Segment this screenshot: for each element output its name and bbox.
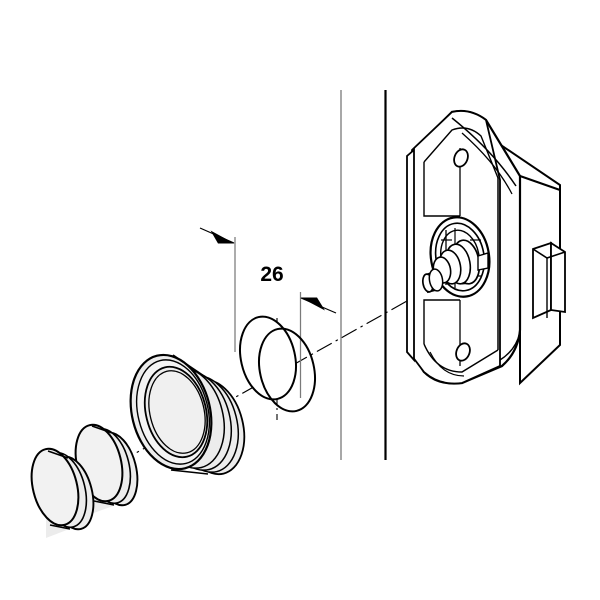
lock-body-pocket-bottom-step — [423, 299, 460, 344]
lock-body — [406, 109, 566, 386]
lock-cylinder-shaft-step-1 — [428, 268, 444, 292]
lock-body-top-sweep-1 — [451, 117, 517, 187]
cover-cap-front-face — [30, 447, 80, 527]
lock-body-pocket-bottom-arc — [423, 343, 499, 373]
latch-bolt — [532, 241, 566, 320]
lock-body-pocket-top-arc — [423, 127, 499, 179]
dimension-26: 26 — [199, 227, 337, 398]
door-panel — [340, 90, 387, 460]
cover-cap — [30, 447, 95, 538]
dimension-arrowhead-left — [210, 230, 235, 244]
bezel-ring-bottom-edge — [170, 469, 209, 475]
dimension-arrowhead-right — [300, 297, 325, 311]
lock-body-top-sweep-2 — [461, 132, 513, 195]
push-button-bottom-edge — [93, 500, 115, 506]
dimension-label-26: 26 — [260, 263, 283, 286]
latch-bolt-side-face — [550, 241, 566, 314]
lock-body-bottom-chamfer — [499, 331, 521, 361]
bezel-ring-top-edge — [172, 354, 211, 381]
spacer-washer — [239, 315, 316, 413]
cover-cap-top-edge — [47, 450, 69, 459]
cover-cap-bottom-edge — [49, 524, 71, 530]
spacer-washer-back-face — [239, 315, 297, 401]
spacer-washer-front-face — [258, 327, 316, 413]
lock-body-left-edge-strip — [406, 148, 415, 363]
lock-cylinder-cam-tab — [477, 252, 489, 271]
bezel-ring — [129, 353, 246, 476]
push-button-top-edge — [91, 425, 113, 434]
push-button — [74, 423, 139, 515]
lock-body-pocket-top-step — [423, 162, 460, 217]
lock-cylinder — [421, 216, 491, 298]
screw-hole-top — [453, 148, 469, 168]
lock-body-pocket-bottom-arc-2 — [429, 351, 465, 377]
bezel-ring-bore-inner — [148, 370, 206, 454]
screw-hole-bottom — [455, 342, 471, 362]
